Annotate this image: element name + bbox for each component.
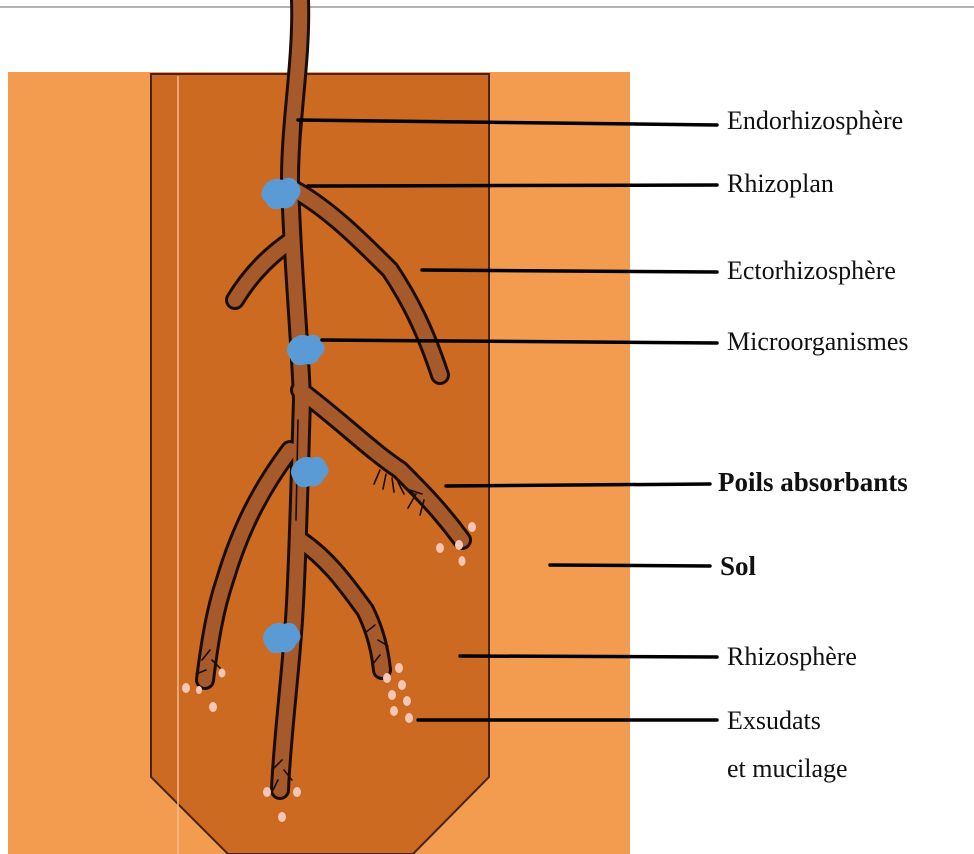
label-microorganismes: Microorganismes <box>727 327 909 357</box>
leader-sol <box>550 565 710 566</box>
leader-ectorhizosphere <box>422 270 717 272</box>
leader-rhizosphere <box>460 656 717 657</box>
label-exsudats-line1: Exsudats <box>727 706 821 736</box>
leader-poils-absorbants <box>446 484 710 486</box>
label-sol: Sol <box>720 551 756 581</box>
leader-rhizoplan <box>308 185 717 186</box>
label-poils-absorbants: Poils absorbants <box>718 467 908 497</box>
label-exsudats-line2: et mucilage <box>727 754 848 784</box>
label-ectorhizosphere: Ectorhizosphère <box>727 256 896 286</box>
label-rhizoplan: Rhizoplan <box>727 169 834 199</box>
label-rhizosphere: Rhizosphère <box>727 642 857 672</box>
label-endorhizosphere: Endorhizosphère <box>727 106 903 136</box>
